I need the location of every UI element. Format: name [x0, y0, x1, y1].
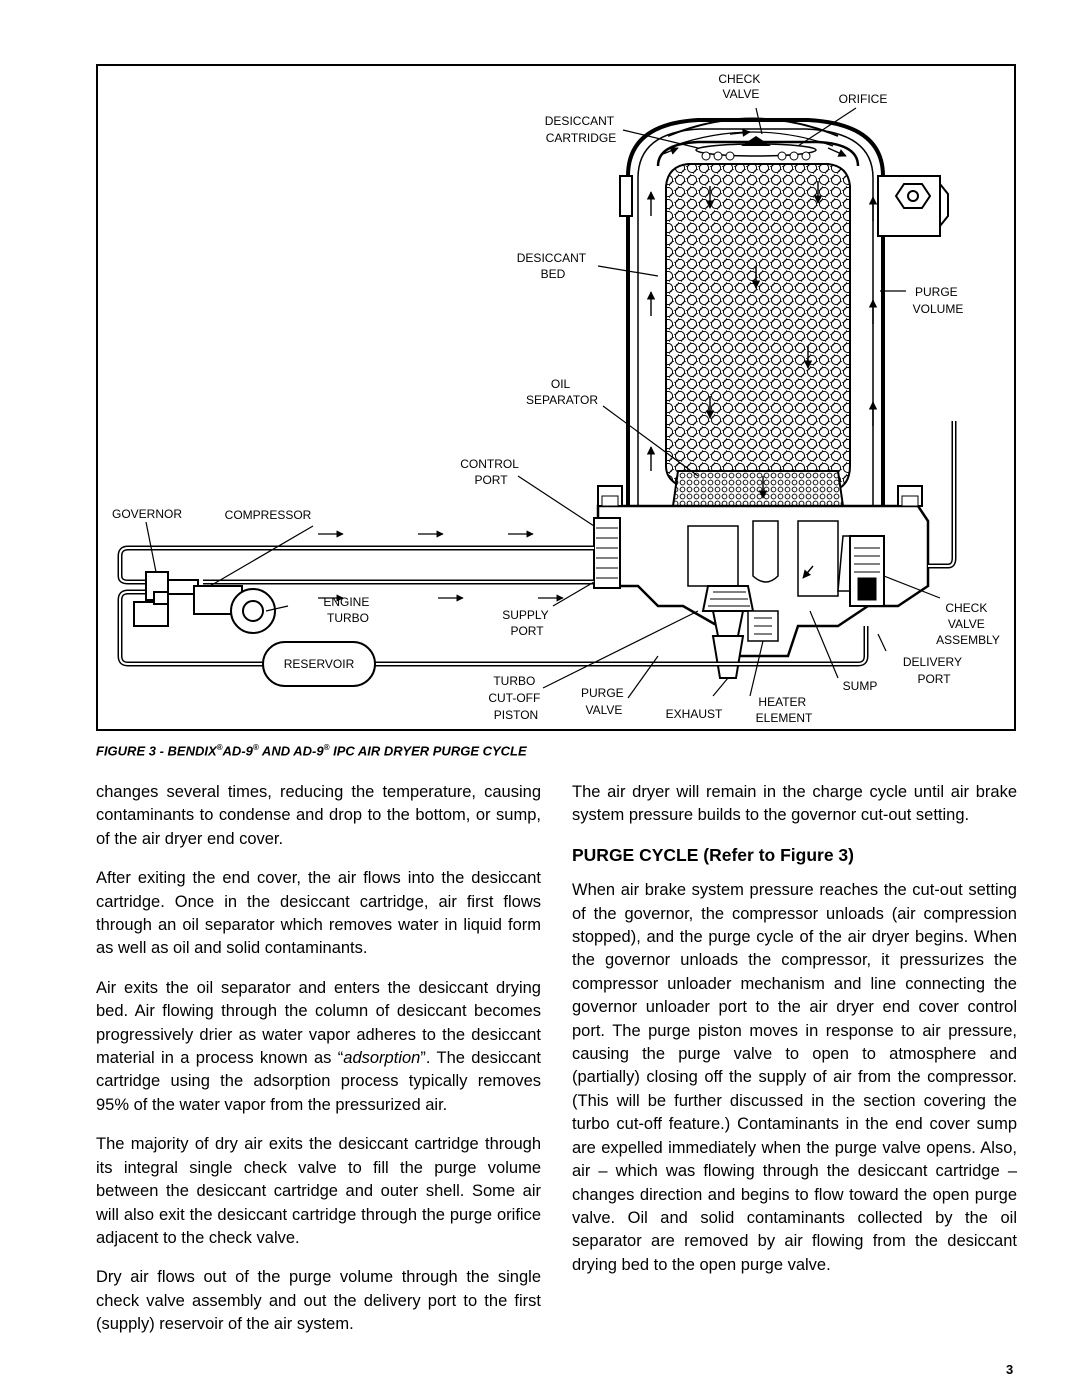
label-governor: GOVERNOR [112, 507, 182, 521]
label-purge-volume: PURGE VOLUME [913, 285, 964, 316]
paragraph: Air exits the oil separator and enters t… [96, 978, 541, 1114]
label-oil-separator: OIL SEPARATOR [526, 377, 598, 407]
label-check-valve-top: CHECK VALVE [718, 72, 763, 101]
label-delivery-port: DELIVERY PORT [903, 655, 965, 686]
compressor-turbo [193, 585, 276, 634]
air-lines [117, 545, 869, 667]
desiccant-cartridge [656, 136, 860, 492]
paragraph: After exiting the end cover, the air flo… [96, 869, 541, 958]
label-supply-port: SUPPLY PORT [502, 608, 552, 638]
label-check-valve-assembly: CHECK VALVE ASSEMBLY [936, 601, 1000, 647]
figure-frame: RESERVOIR CHECK VAL [96, 64, 1016, 731]
label-exhaust: EXHAUST [666, 707, 723, 721]
label-turbo-cutoff-piston: TURBO CUT-OFF PISTON [488, 674, 543, 722]
governor [133, 571, 199, 627]
label-control-port: CONTROL PORT [460, 457, 522, 487]
page-number: 3 [1006, 1362, 1014, 1377]
label-purge-valve: PURGE VALVE [581, 686, 627, 717]
figure-caption: FIGURE 3 - BENDIX®AD-9® AND AD-9® IPC AI… [96, 743, 527, 759]
end-cover [593, 485, 930, 679]
section-heading: PURGE CYCLE (Refer to Figure 3) [572, 844, 854, 865]
line-arrows [318, 530, 564, 602]
label-desiccant-cartridge: DESICCANT CARTRIDGE [545, 114, 617, 145]
paragraph: The majority of dry air exits the desicc… [96, 1135, 541, 1247]
figure-labels: CHECK VALVE ORIFICE DESICCANT CARTRIDGE … [112, 72, 1000, 725]
paragraph: The air dryer will remain in the charge … [572, 783, 1017, 825]
air-dryer-diagram: RESERVOIR CHECK VAL [112, 72, 1000, 725]
leader-lines [145, 107, 941, 699]
label-reservoir: RESERVOIR [284, 657, 355, 671]
label-engine-turbo: ENGINE TURBO [323, 595, 372, 625]
purge-volume-fitting [894, 183, 932, 209]
paragraph: When air brake system pressure reaches t… [572, 881, 1017, 1274]
reservoir-tank: RESERVOIR [262, 641, 376, 687]
paragraph: changes several times, reducing the temp… [96, 783, 541, 848]
label-heater-element: HEATER ELEMENT [756, 695, 813, 725]
label-orifice: ORIFICE [839, 92, 888, 106]
flow-arrows [646, 128, 878, 579]
left-text-column: changes several times, reducing the temp… [96, 781, 541, 1353]
label-compressor: COMPRESSOR [225, 508, 312, 522]
right-text-column: The air dryer will remain in the charge … [572, 781, 1017, 1293]
label-sump: SUMP [843, 679, 878, 693]
label-desiccant-bed: DESICCANT BED [517, 251, 589, 281]
paragraph: Dry air flows out of the purge volume th… [96, 1268, 541, 1334]
delivery-pipe [928, 421, 957, 569]
